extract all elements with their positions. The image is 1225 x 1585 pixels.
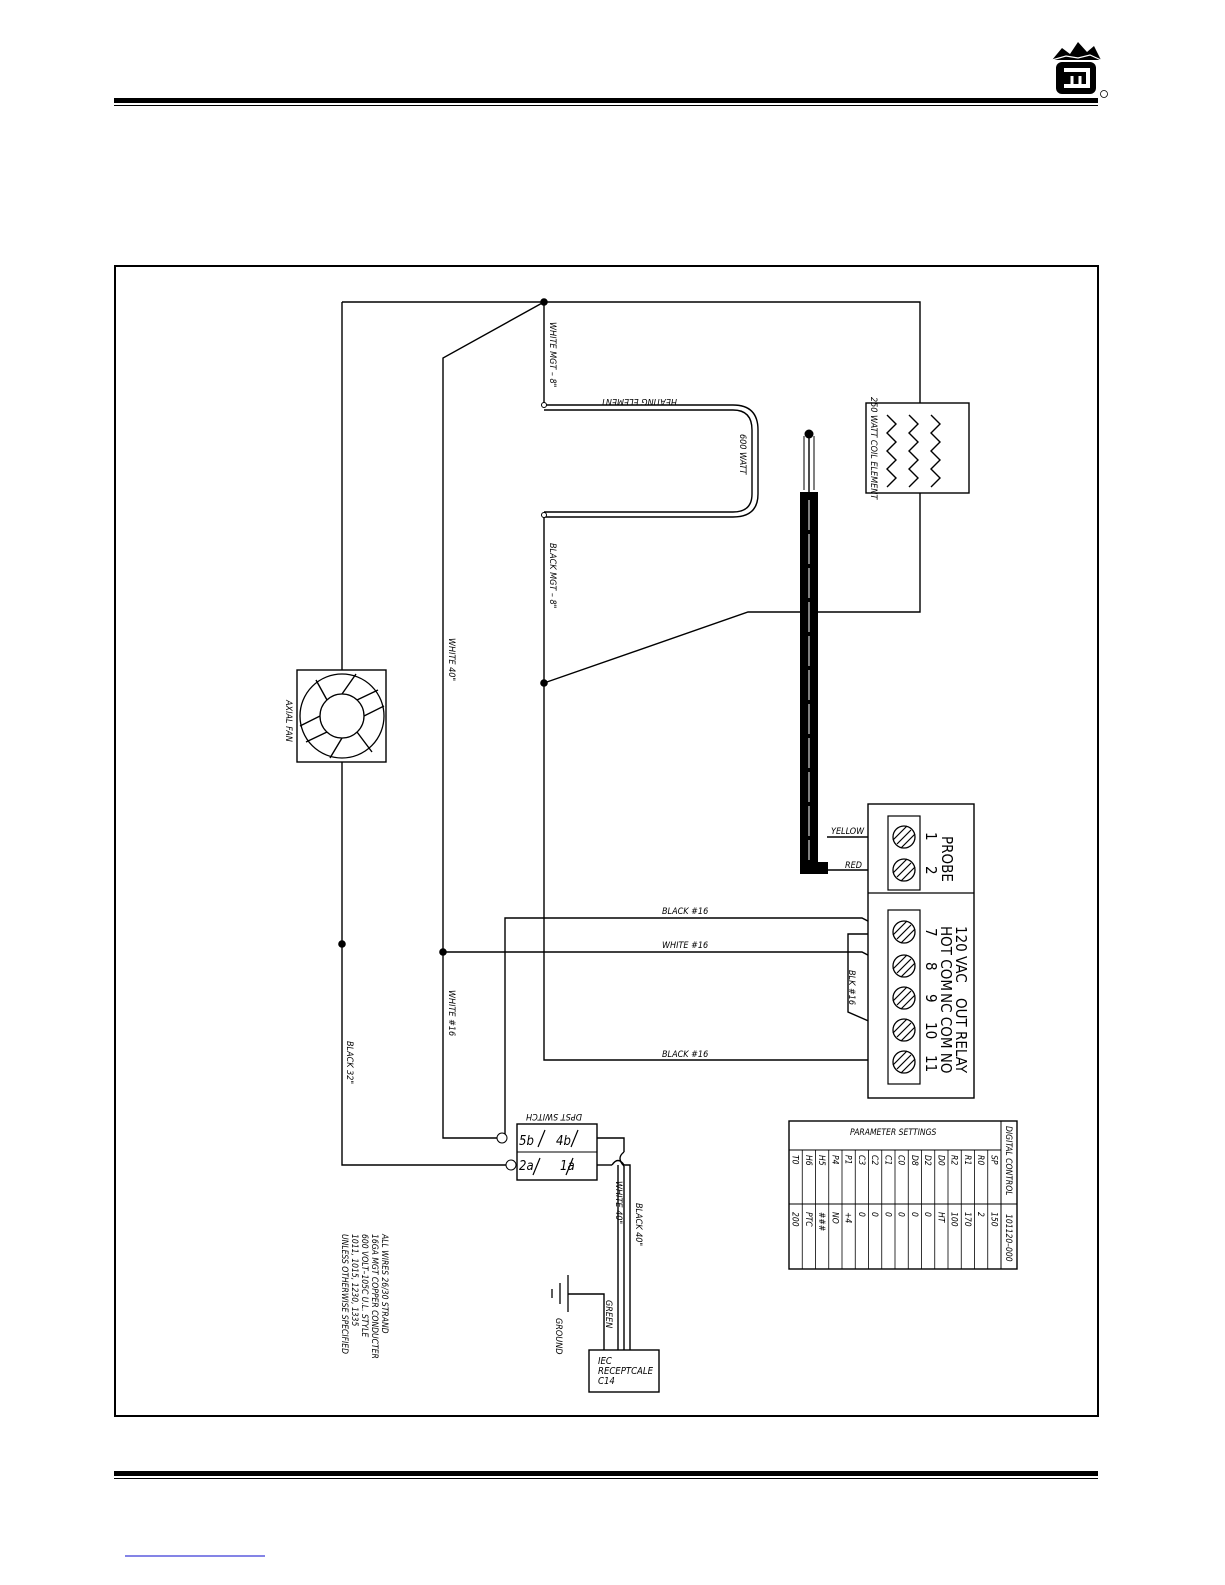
- terminal-num-11: 11: [922, 1055, 940, 1072]
- label-coil-element: 250 WATT COIL ELEMENT: [868, 397, 878, 500]
- parameter-value: 0: [869, 1212, 879, 1217]
- switch-terminal-5b: 5b: [519, 1134, 534, 1149]
- parameter-value: 0: [896, 1212, 906, 1217]
- label-axial-fan: AXIAL FAN: [283, 699, 293, 742]
- parameter-value: ###: [816, 1212, 826, 1231]
- parameter-name: R1: [962, 1155, 972, 1165]
- footer-rule: [114, 1471, 1098, 1476]
- label-green: GREEN: [603, 1300, 613, 1328]
- parameter-value: 150: [988, 1212, 998, 1227]
- label-ground: GROUND: [553, 1318, 563, 1355]
- label-black-40-iec: BLACK 40": [633, 1203, 643, 1246]
- parameter-value: NO: [829, 1212, 839, 1224]
- parameter-name: D0: [935, 1155, 945, 1166]
- switch-terminal-4b: 4b: [556, 1134, 571, 1149]
- iec-line-2: RECEPTCALE: [598, 1366, 654, 1377]
- note-line-1: ALL WIRES 26/30 STRAND: [379, 1233, 389, 1334]
- dpst-switch: 5b 4b 2a 1a: [496, 1123, 598, 1181]
- iec-line-1: IEC: [598, 1356, 612, 1367]
- note-line-5: UNLESS OTHERWISE SPECIFIED: [339, 1234, 349, 1354]
- probe-num-1: 1: [922, 832, 940, 841]
- relay-title-2: NC COM NO: [937, 993, 955, 1074]
- terminal-num-10: 10: [922, 1022, 940, 1039]
- parameter-name: SP: [988, 1155, 998, 1165]
- relay-title-1: OUT RELAY: [952, 998, 970, 1074]
- parameter-value: 2: [975, 1212, 985, 1217]
- probe-num-2: 2: [922, 866, 940, 875]
- parameter-value: 200: [790, 1212, 800, 1227]
- label-white-mgt-8: WHITE MGT – 8": [547, 322, 557, 387]
- parameter-name: C3: [856, 1155, 866, 1165]
- label-black-16-bottom: BLACK #16: [662, 1050, 708, 1060]
- switch-terminal-2a: 2a: [519, 1159, 534, 1174]
- parameter-name: H6: [803, 1155, 813, 1166]
- terminal-block: PROBE 1 2 120 VAC HOT COM OUT RELAY NC C…: [867, 803, 975, 1099]
- label-white-16-vert: WHITE #16: [446, 990, 456, 1036]
- parameter-name: C2: [869, 1155, 879, 1165]
- label-heating-element: HEATING ELEMENT: [600, 396, 677, 406]
- note-line-4: 1011, 1015, 1230, 1335: [349, 1234, 359, 1327]
- terminal-num-8: 8: [922, 962, 940, 971]
- terminal-num-9: 9: [922, 994, 940, 1003]
- parameter-value: 0: [856, 1212, 866, 1217]
- label-blk-16-jumper: BLK #16: [846, 970, 856, 1005]
- label-dpst-switch: DPST SWITCH: [526, 1111, 582, 1121]
- iec-line-3: C14: [598, 1376, 615, 1387]
- parameter-value: HT: [935, 1212, 945, 1224]
- probe-tip: [803, 436, 815, 490]
- label-red: RED: [845, 861, 862, 871]
- parameter-name: H5: [816, 1155, 826, 1166]
- parameter-name: D2: [922, 1155, 932, 1166]
- label-black-16-top: BLACK #16: [662, 907, 708, 917]
- label-black-mgt-8: BLACK MGT – 8": [547, 543, 557, 608]
- parameter-name: R0: [975, 1155, 985, 1165]
- parameter-name: R2: [949, 1155, 959, 1165]
- footer-rule-thin: [114, 1478, 1098, 1479]
- wire-labels: WHITE MGT – 8" HEATING ELEMENT 600 WATT …: [283, 322, 878, 1355]
- label-white-40-iec: WHITE 40": [613, 1181, 623, 1224]
- header-rule: [114, 98, 1098, 103]
- parameter-value: 100: [949, 1212, 959, 1227]
- axial-fan: [296, 669, 387, 763]
- parameter-table-part-number: 101120–000: [1003, 1214, 1013, 1262]
- parameter-value: 0: [909, 1212, 919, 1217]
- parameter-table-side-title: DIGITAL CONTROL: [1003, 1126, 1013, 1195]
- header-rule-thin: [114, 105, 1098, 106]
- iec-receptacle: IEC RECEPTCALE C14: [588, 1349, 660, 1393]
- switch-terminal-1a: 1a: [560, 1159, 575, 1174]
- probe-title: PROBE: [938, 836, 956, 882]
- note-line-3: 600 VOLT–105C U.L. STYLE: [359, 1234, 369, 1337]
- company-logo: [1051, 42, 1108, 98]
- label-white-16-horizontal: WHITE #16: [662, 941, 708, 951]
- parameter-value: PTC: [803, 1212, 813, 1227]
- parameter-name: P1: [843, 1155, 853, 1164]
- note-line-2: 16GA MGT COPPER CONDUCTER: [369, 1234, 379, 1359]
- diagram-frame: [114, 265, 1099, 1417]
- power-title-1: 120 VAC: [952, 926, 970, 983]
- parameter-value: 0: [882, 1212, 892, 1217]
- label-white-40-top: WHITE 40": [446, 638, 456, 681]
- parameter-table-title: PARAMETER SETTINGS: [850, 1128, 937, 1138]
- terminal-num-7: 7: [922, 928, 940, 937]
- parameter-value: 0: [922, 1212, 932, 1217]
- parameter-value: +4: [843, 1212, 853, 1223]
- parameter-name: P4: [829, 1155, 839, 1165]
- power-title-2: HOT COM: [937, 926, 955, 991]
- ground-symbol: [551, 1275, 569, 1312]
- parameter-name: C0: [896, 1155, 906, 1165]
- parameter-name: D8: [909, 1155, 919, 1166]
- parameter-value: 170: [962, 1212, 972, 1227]
- label-600-watt: 600 WATT: [737, 434, 747, 475]
- parameter-name: T0: [790, 1155, 800, 1165]
- label-black-32: BLACK 32": [344, 1041, 354, 1084]
- parameter-name: C1: [882, 1155, 892, 1165]
- coil-element: [865, 402, 970, 494]
- wire-spec-notes: ALL WIRES 26/30 STRAND 16GA MGT COPPER C…: [339, 1233, 389, 1359]
- label-yellow: YELLOW: [831, 827, 865, 837]
